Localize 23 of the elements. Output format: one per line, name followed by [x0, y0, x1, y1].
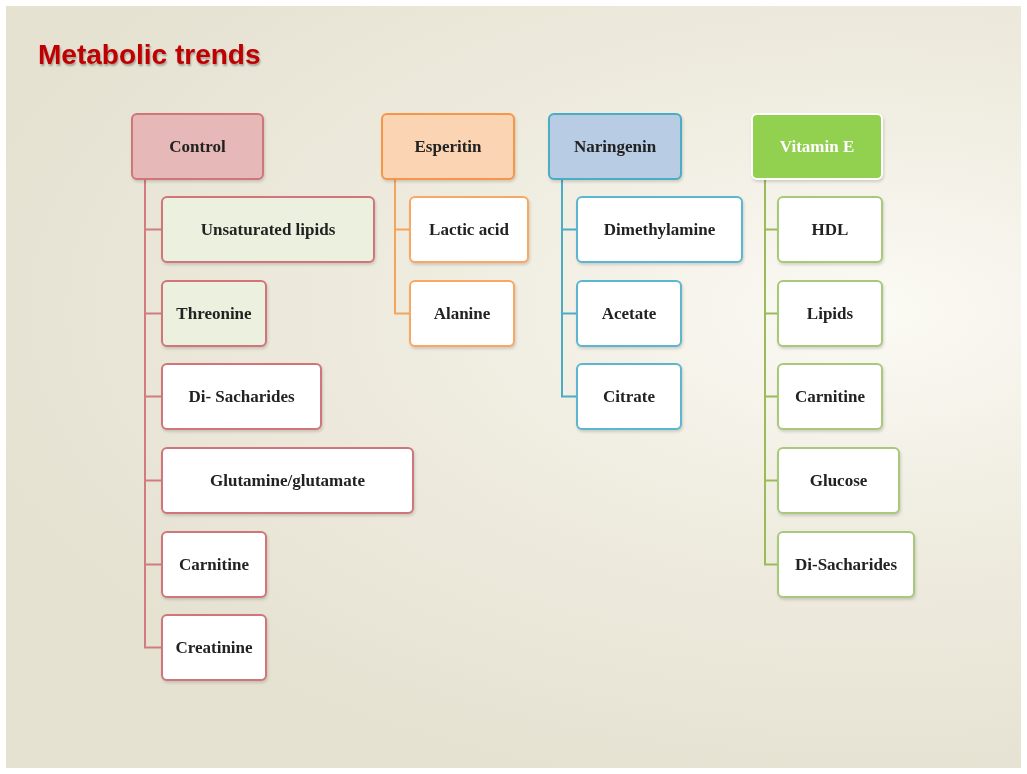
metabolite-box: Glucose	[777, 447, 900, 514]
category-box: Vitamin E	[751, 113, 883, 180]
metabolite-box: Acetate	[576, 280, 682, 347]
metabolite-box: Citrate	[576, 363, 682, 430]
category-box: Threonine	[161, 280, 267, 347]
connector-line	[561, 179, 577, 398]
metabolite-box: HDL	[777, 196, 883, 263]
category-box: Naringenin	[548, 113, 682, 180]
category-box: Control	[131, 113, 264, 180]
metabolite-box: Lipids	[777, 280, 883, 347]
metabolite-box: Carnitine	[777, 363, 883, 430]
metabolite-box: Glutamine/glutamate	[161, 447, 414, 514]
category-box: Esperitin	[381, 113, 515, 180]
metabolite-box: Alanine	[409, 280, 515, 347]
category-box: Unsaturated lipids	[161, 196, 375, 263]
metabolite-box: Di- Sacharides	[161, 363, 322, 430]
connector-line	[394, 179, 410, 315]
metabolite-box: Lactic acid	[409, 196, 529, 263]
metabolite-box: Di-Sacharides	[777, 531, 915, 598]
title: Metabolic trends	[38, 38, 261, 72]
metabolite-box: Carnitine	[161, 531, 267, 598]
metabolite-box: Creatinine	[161, 614, 267, 681]
metabolite-box: Dimethylamine	[576, 196, 743, 263]
